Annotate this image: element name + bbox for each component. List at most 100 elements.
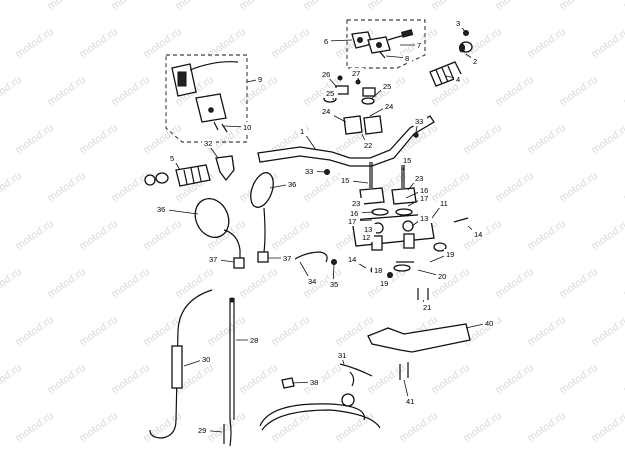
callout-11: 11 — [440, 199, 448, 208]
watermark-text: motod.ru — [622, 74, 625, 109]
watermark-text: motod.ru — [430, 0, 472, 12]
callout-bg — [320, 69, 334, 79]
callout-21: 21 — [423, 303, 431, 312]
watermark-text: motod.ru — [494, 74, 536, 109]
watermark-text: motod.ru — [110, 266, 152, 301]
callout-bg — [303, 166, 317, 176]
watermark-text: motod.ru — [558, 170, 600, 205]
callout-28: 28 — [250, 336, 258, 345]
callout-bg — [200, 354, 214, 364]
callout-bg — [383, 101, 397, 111]
callout-14: 14 — [348, 255, 356, 264]
watermark-text: motod.ru — [462, 410, 504, 445]
watermark-text: motod.ru — [14, 218, 56, 253]
callout-19: 19 — [380, 279, 388, 288]
callout-36: 36 — [157, 205, 165, 214]
watermark-text: motod.ru — [430, 266, 472, 301]
watermark-text: motod.ru — [494, 266, 536, 301]
watermark-text: motod.ru — [526, 26, 568, 61]
callout-29: 29 — [198, 426, 206, 435]
callout-bg — [348, 208, 362, 218]
watermark-text: motod.ru — [110, 74, 152, 109]
callout-10: 10 — [243, 123, 251, 132]
callout-bg — [248, 335, 262, 345]
watermark-text: motod.ru — [526, 410, 568, 445]
watermark-text: motod.ru — [430, 362, 472, 397]
callout-bg — [322, 36, 331, 46]
watermark-text: motod.ru — [0, 170, 24, 205]
callout-bg — [196, 425, 210, 435]
lower-bracket — [367, 323, 471, 353]
watermark-text: motod.ru — [622, 0, 625, 12]
watermark-text: motod.ru — [110, 362, 152, 397]
watermark-text: motod.ru — [270, 314, 312, 349]
watermark-text: motod.ru — [622, 266, 625, 301]
callout-bg — [413, 116, 427, 126]
watermark-text: motod.ru — [174, 266, 216, 301]
callout-14: 14 — [474, 230, 482, 239]
callout-bg — [298, 126, 307, 136]
watermark-text: motod.ru — [0, 362, 24, 397]
callout-bg — [472, 229, 486, 239]
callout-bg — [350, 198, 364, 208]
callout-bg — [168, 153, 177, 163]
watermark-text: motod.ru — [398, 410, 440, 445]
callout-7: 7 — [417, 41, 421, 50]
watermark-text: motod.ru — [622, 362, 625, 397]
watermark-text: motod.ru — [0, 0, 24, 12]
callout-32: 32 — [204, 139, 212, 148]
watermark-text: motod.ru — [334, 314, 376, 349]
callout-bg — [418, 185, 432, 195]
callout-26: 26 — [322, 70, 330, 79]
callout-bg — [415, 40, 424, 50]
callout-41: 41 — [406, 397, 414, 406]
callout-23: 23 — [352, 199, 360, 208]
callout-33: 33 — [415, 117, 423, 126]
callout-17: 17 — [348, 217, 356, 226]
watermark-text: motod.ru — [494, 362, 536, 397]
callout-36: 36 — [288, 180, 296, 189]
callout-35: 35 — [330, 280, 338, 289]
callout-bg — [360, 232, 374, 242]
callout-bg — [444, 249, 458, 259]
watermark-text: motod.ru — [46, 0, 88, 12]
watermark-text: motod.ru — [494, 0, 536, 12]
watermark-text: motod.ru — [142, 26, 184, 61]
watermark-text: motod.ru — [526, 314, 568, 349]
mirror-left — [194, 198, 245, 269]
watermark-text: motod.ru — [558, 362, 600, 397]
watermark-text: motod.ru — [462, 122, 504, 157]
callout-31: 31 — [338, 351, 346, 360]
watermark-text: motod.ru — [206, 410, 248, 445]
callout-12: 12 — [362, 233, 370, 242]
watermark-text: motod.ru — [78, 26, 120, 61]
watermark-text: motod.ru — [494, 170, 536, 205]
watermark-text: motod.ru — [142, 218, 184, 253]
callout-bg — [350, 68, 364, 78]
watermark-text: motod.ru — [110, 170, 152, 205]
callout-1: 1 — [300, 127, 304, 136]
callout-bg — [421, 302, 435, 312]
callout-bg — [286, 179, 300, 189]
watermark-text: motod.ru — [78, 122, 120, 157]
callout-8: 8 — [405, 54, 409, 63]
watermark-text: motod.ru — [14, 122, 56, 157]
callout-16: 16 — [350, 209, 358, 218]
callout-bg — [436, 271, 450, 281]
watermark-text: motod.ru — [14, 410, 56, 445]
callout-37: 37 — [209, 255, 217, 264]
callout-bg — [418, 213, 432, 223]
callout-22: 22 — [364, 141, 372, 150]
callout-bg — [256, 74, 265, 84]
callout-bg — [403, 53, 412, 63]
callout-bg — [241, 122, 255, 132]
callout-bg — [339, 175, 353, 185]
watermark-text: motod.ru — [590, 122, 625, 157]
cables — [149, 289, 409, 447]
callout-bg — [281, 253, 295, 263]
watermark-text: motod.ru — [270, 410, 312, 445]
callout-bg — [320, 106, 334, 116]
callout-bg — [381, 81, 395, 91]
